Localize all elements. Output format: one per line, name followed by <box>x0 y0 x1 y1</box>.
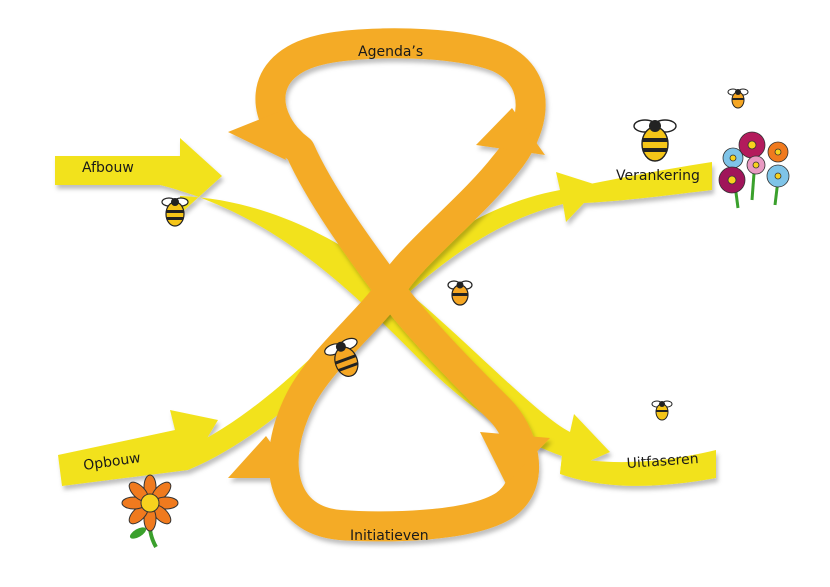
flower-bouquet-icon <box>718 131 790 209</box>
label-initiatieven: Initiatieven <box>350 528 429 544</box>
label-opbouw: Opbouw <box>82 450 141 474</box>
loop-arrow-bottom-right <box>480 432 550 484</box>
flower-icon <box>121 474 179 548</box>
bee-icon <box>447 280 473 306</box>
bee-icon <box>324 337 359 377</box>
orange-loop-figure-eight <box>228 28 550 542</box>
label-afbouw: Afbouw <box>82 160 134 176</box>
bee-icon <box>651 400 673 421</box>
bee-icon <box>633 119 677 162</box>
loop-arrow-top-left <box>228 112 286 160</box>
bee-icon <box>161 197 189 227</box>
loop-arrow-bottom-left <box>228 436 296 478</box>
label-uitfaseren: Uitfaseren <box>626 451 699 472</box>
bee-icon <box>727 88 749 109</box>
label-verankering: Verankering <box>616 168 700 184</box>
arrow-opbouw-verankering <box>58 162 712 486</box>
label-agendas: Agenda’s <box>358 44 423 60</box>
loop-arrow-top-right <box>476 108 545 155</box>
